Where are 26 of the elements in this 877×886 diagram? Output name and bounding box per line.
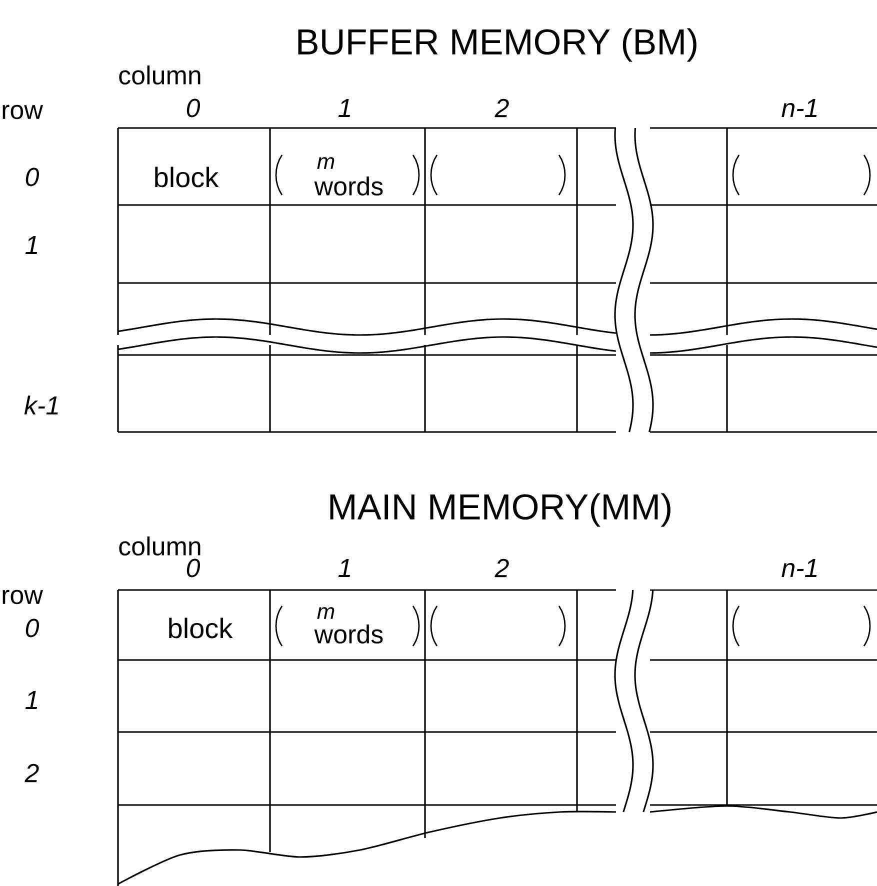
- title: MAIN MEMORY(MM): [330, 493, 670, 527]
- row-number: 2: [24, 764, 39, 782]
- column-number: 1: [338, 559, 350, 577]
- row-number: 0: [26, 168, 39, 186]
- axis-label: row: [2, 590, 43, 604]
- column-number: n-1: [782, 559, 817, 577]
- column-number: 2: [494, 558, 509, 578]
- cell-text: words: [314, 624, 383, 644]
- cell-text: block: [155, 166, 219, 188]
- row-number: 1: [25, 236, 38, 254]
- column-number: n-1: [782, 99, 817, 117]
- row-number: k-1: [24, 396, 58, 414]
- axis-label: column: [119, 65, 200, 85]
- axis-label: row: [2, 104, 43, 120]
- title: BUFFER MEMORY (BM): [298, 28, 696, 62]
- cell-text: words: [314, 176, 383, 196]
- row-number: 0: [26, 618, 39, 638]
- cell-text: block: [169, 618, 233, 638]
- cell-text: m: [317, 607, 334, 619]
- cell-text: m: [317, 157, 334, 169]
- column-number: 1: [338, 99, 350, 117]
- axis-label: column: [119, 536, 200, 556]
- column-number: 2: [494, 98, 509, 118]
- column-number: 0: [186, 98, 200, 118]
- row-number: 1: [25, 691, 38, 709]
- column-number: 0: [186, 558, 200, 578]
